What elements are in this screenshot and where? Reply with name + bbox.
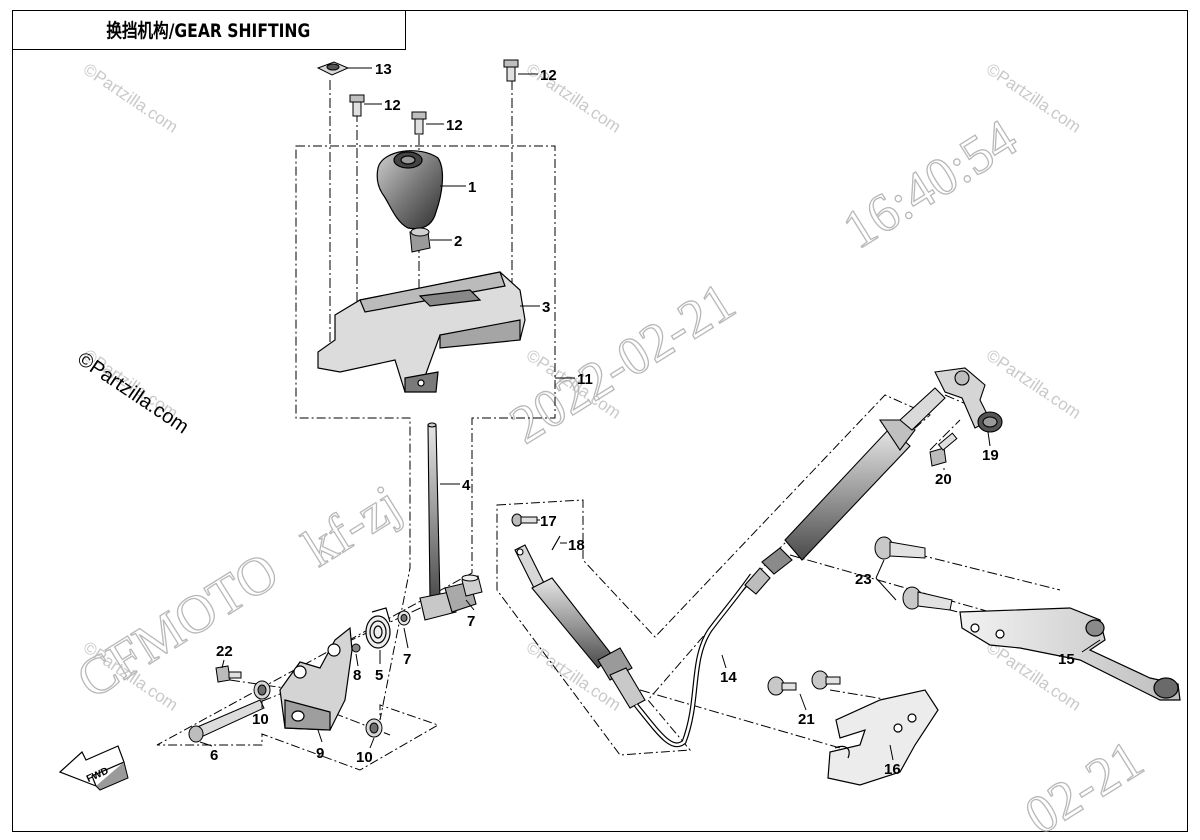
callout-4: 4 — [462, 477, 471, 494]
part-22-bolt-b — [811, 670, 841, 690]
watermark-small-2: ©Partzilla.com — [523, 60, 625, 137]
part-21-bolt — [215, 665, 242, 683]
copyright-mark: ©Partzilla.com — [73, 348, 192, 438]
part-18-pin — [551, 535, 561, 551]
part-9-pivot-bracket — [279, 626, 353, 731]
callout-7-b: 7 — [403, 651, 411, 668]
callout-23: 23 — [855, 571, 872, 588]
part-10-bushing-b — [365, 718, 383, 738]
diagram-title: 换挡机构/GEAR SHIFTING — [106, 20, 311, 42]
watermark-small-text: ©Partzilla.com — [983, 346, 1085, 423]
part-14-cable-clevis — [514, 544, 646, 709]
callout-10-a: 10 — [252, 711, 269, 728]
callout-2: 2 — [454, 233, 462, 250]
callout-1: 1 — [468, 179, 476, 196]
part-13-nut-plate — [316, 61, 350, 76]
fwd-arrow: FWD — [58, 745, 129, 791]
callout-7-a: 7 — [467, 613, 475, 630]
part-16-mount-plate — [827, 689, 939, 786]
part-22-bolt-a — [767, 676, 797, 696]
part-15-foot-lever — [959, 607, 1181, 701]
callout-11: 11 — [577, 371, 593, 388]
watermark-small-text: ©Partzilla.com — [523, 60, 625, 137]
callout-6: 6 — [210, 747, 218, 764]
part-14-cable-upper — [744, 387, 946, 595]
part-20-bolt — [929, 432, 958, 467]
callout-14: 14 — [720, 669, 737, 686]
watermark-small-text: ©Partzilla.com — [80, 60, 182, 137]
callout-8: 8 — [353, 667, 361, 684]
callout-3: 3 — [542, 299, 550, 316]
part-1-shift-knob — [376, 150, 444, 230]
part-10-bushing-a — [253, 680, 271, 700]
watermark-small-6: ©Partzilla.com — [983, 346, 1085, 423]
callout-15: 15 — [1058, 651, 1075, 668]
part-12-bolt-a — [349, 94, 365, 117]
part-17-bolt — [511, 513, 538, 527]
part-12-bolt-c — [503, 59, 519, 82]
part-23-bolt-b — [902, 586, 953, 611]
callout-9: 9 — [316, 745, 324, 762]
watermark-user-text: kf-zj — [293, 473, 411, 578]
part-14-shift-cable — [634, 573, 755, 748]
callout-10-b: 10 — [356, 749, 373, 766]
callout-12-c: 12 — [540, 67, 557, 84]
callout-18: 18 — [568, 537, 585, 554]
leader-lines — [199, 67, 1101, 761]
callout-12-a: 12 — [384, 97, 401, 114]
callout-19: 19 — [982, 447, 999, 464]
assembly-outline-11 — [156, 145, 556, 771]
watermark-small-1: ©Partzilla.com — [80, 60, 182, 137]
callout-22: 21 — [798, 711, 815, 728]
part-3-gate-bracket — [317, 271, 526, 393]
part-23-bolt-a — [874, 536, 926, 560]
watermark-time: 16:40:54 — [832, 107, 1028, 261]
part-7-bushing-a — [461, 574, 483, 597]
watermark-user: kf-zj — [292, 473, 412, 579]
callout-20: 20 — [935, 471, 952, 488]
callout-layer: 13 12 12 12 1 2 3 11 4 7 7 5 8 22 10 9 1… — [210, 61, 1075, 778]
watermark-date-fragment: 02-21 — [1014, 728, 1154, 840]
watermark-time-text: 16:40:54 — [833, 108, 1028, 261]
part-12-bolt-b — [411, 111, 427, 135]
part-19-pedal-arm — [934, 367, 1003, 433]
part-4-shift-lever — [419, 422, 477, 621]
title-box: 换挡机构/GEAR SHIFTING — [12, 10, 406, 50]
callout-5: 5 — [375, 667, 383, 684]
watermark-date-fragment-text: 02-21 — [1015, 729, 1154, 840]
part-8-ring — [351, 643, 361, 653]
callout-17: 17 — [540, 513, 557, 530]
part-6-pivot-pin — [188, 699, 265, 743]
callout-21: 22 — [216, 643, 233, 660]
part-7-bushing-b — [397, 610, 411, 626]
callout-12-b: 12 — [446, 117, 463, 134]
copyright-mark-text: ©Partzilla.com — [73, 348, 192, 438]
part-2-nut — [409, 227, 431, 253]
part-5-spring — [365, 607, 391, 649]
callout-16: 16 — [884, 761, 901, 778]
drawing-frame — [12, 10, 1188, 832]
callout-13: 13 — [375, 61, 392, 78]
